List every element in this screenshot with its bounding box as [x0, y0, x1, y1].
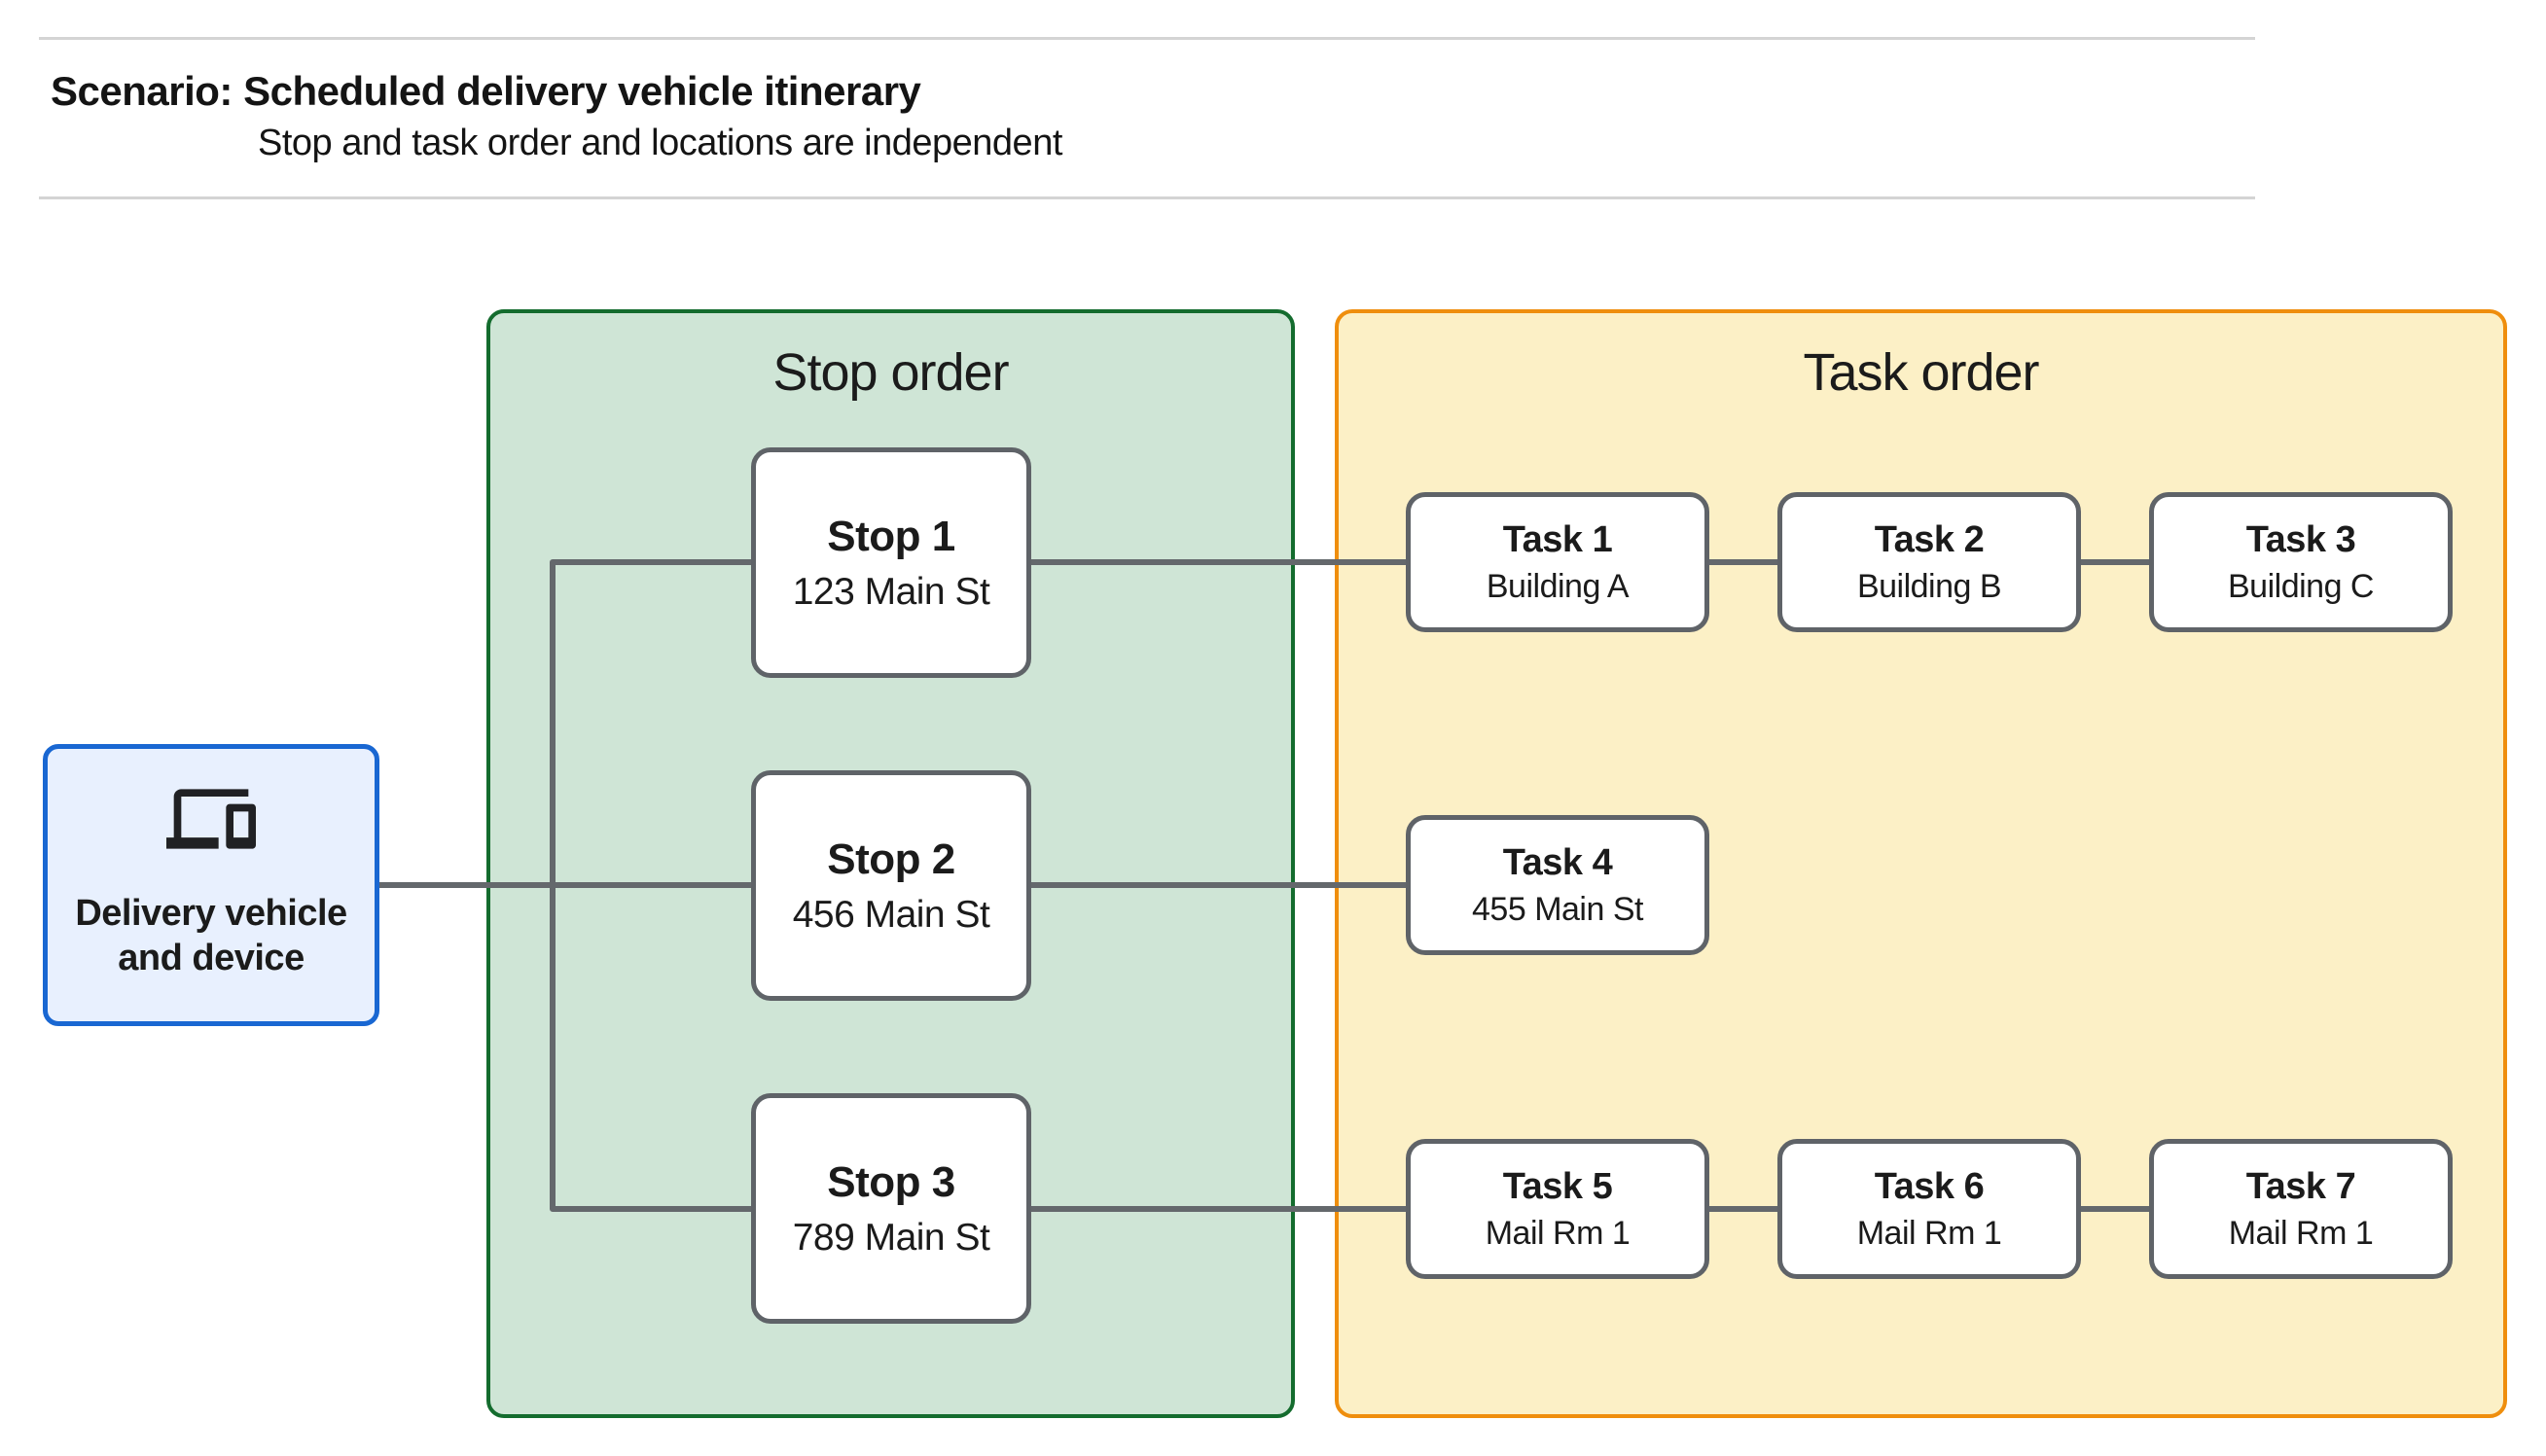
task-1-location: Building A — [1486, 567, 1630, 605]
stop-1-title: Stop 1 — [827, 512, 955, 560]
stop-3-title: Stop 3 — [827, 1157, 955, 1206]
task-5-title: Task 5 — [1502, 1165, 1613, 1207]
task-4-node: Task 4 455 Main St — [1406, 815, 1709, 955]
task-6-title: Task 6 — [1874, 1165, 1985, 1207]
delivery-vehicle-node: Delivery vehicle and device — [43, 744, 379, 1026]
task-7-node: Task 7 Mail Rm 1 — [2149, 1139, 2453, 1279]
task-4-location: 455 Main St — [1472, 890, 1643, 928]
task-2-node: Task 2 Building B — [1777, 492, 2081, 632]
task-order-panel-title: Task order — [1803, 343, 2039, 402]
task-2-title: Task 2 — [1874, 518, 1985, 560]
header-divider — [39, 196, 2255, 199]
task-3-node: Task 3 Building C — [2149, 492, 2453, 632]
stop-3-address: 789 Main St — [792, 1216, 990, 1259]
task-3-title: Task 3 — [2245, 518, 2356, 560]
task-6-location: Mail Rm 1 — [1856, 1214, 2002, 1252]
task-4-title: Task 4 — [1502, 841, 1613, 883]
stop-2-node: Stop 2 456 Main St — [751, 770, 1031, 1001]
task-6-node: Task 6 Mail Rm 1 — [1777, 1139, 2081, 1279]
task-1-node: Task 1 Building A — [1406, 492, 1709, 632]
task-2-location: Building B — [1856, 567, 2002, 605]
stop-2-address: 456 Main St — [792, 893, 990, 936]
page-title: Scenario: Scheduled delivery vehicle iti… — [51, 68, 921, 114]
task-7-location: Mail Rm 1 — [2228, 1214, 2374, 1252]
devices-icon — [166, 789, 256, 850]
page-subtitle: Stop and task order and locations are in… — [258, 123, 1062, 163]
connector-branch — [550, 559, 751, 1212]
stop-order-panel-title: Stop order — [772, 343, 1009, 402]
stop-1-address: 123 Main St — [792, 570, 990, 613]
stop-2-title: Stop 2 — [827, 835, 955, 883]
task-5-node: Task 5 Mail Rm 1 — [1406, 1139, 1709, 1279]
task-1-title: Task 1 — [1502, 518, 1613, 560]
vehicle-label: Delivery vehicle and device — [75, 893, 347, 978]
top-divider — [39, 37, 2255, 40]
task-7-title: Task 7 — [2245, 1165, 2356, 1207]
stop-1-node: Stop 1 123 Main St — [751, 447, 1031, 678]
stop-3-node: Stop 3 789 Main St — [751, 1093, 1031, 1324]
task-3-location: Building C — [2228, 567, 2374, 605]
task-5-location: Mail Rm 1 — [1485, 1214, 1631, 1252]
